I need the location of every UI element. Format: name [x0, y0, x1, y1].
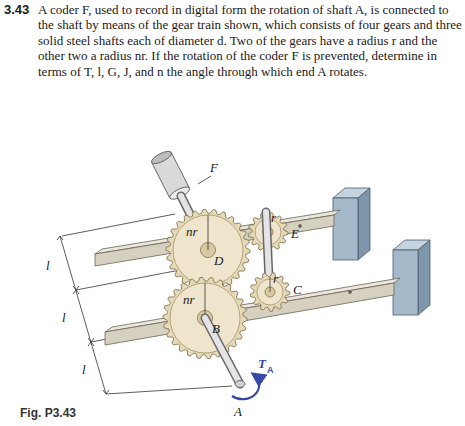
- problem-statement: A coder F, used to record in digital for…: [38, 2, 462, 79]
- shaft-ab-face: [205, 318, 240, 384]
- dimension-label: l: [62, 310, 66, 325]
- gear-label: E: [291, 226, 299, 241]
- torque-subscript: A: [267, 363, 274, 378]
- gear-c: [250, 273, 290, 312]
- lower-wall: [393, 240, 430, 315]
- problem-number: 3.43: [4, 2, 29, 17]
- upper-wall: [333, 188, 370, 260]
- radius-label: nr: [186, 224, 198, 239]
- radius-label: r: [273, 271, 278, 286]
- torque-arrow: [232, 374, 259, 399]
- coder-f: [150, 149, 191, 202]
- torque-symbol: T: [258, 356, 266, 371]
- gear-label: D: [214, 253, 223, 268]
- shaft-end-a: [235, 381, 245, 388]
- gear-d: [166, 209, 250, 290]
- dimension-label: l: [82, 362, 86, 377]
- coder-leader: [198, 176, 211, 184]
- dimension-label: l: [46, 258, 50, 273]
- figure-caption: Fig. P3.43: [20, 406, 76, 420]
- radius-label: nr: [183, 292, 195, 307]
- part-label: A: [234, 404, 242, 419]
- gear-label: B: [212, 321, 220, 336]
- gear-label: C: [293, 282, 302, 297]
- shaft-ab: [205, 318, 240, 384]
- lower-gears: [163, 273, 290, 359]
- radius-label: r: [271, 210, 276, 225]
- part-label: F: [210, 160, 218, 175]
